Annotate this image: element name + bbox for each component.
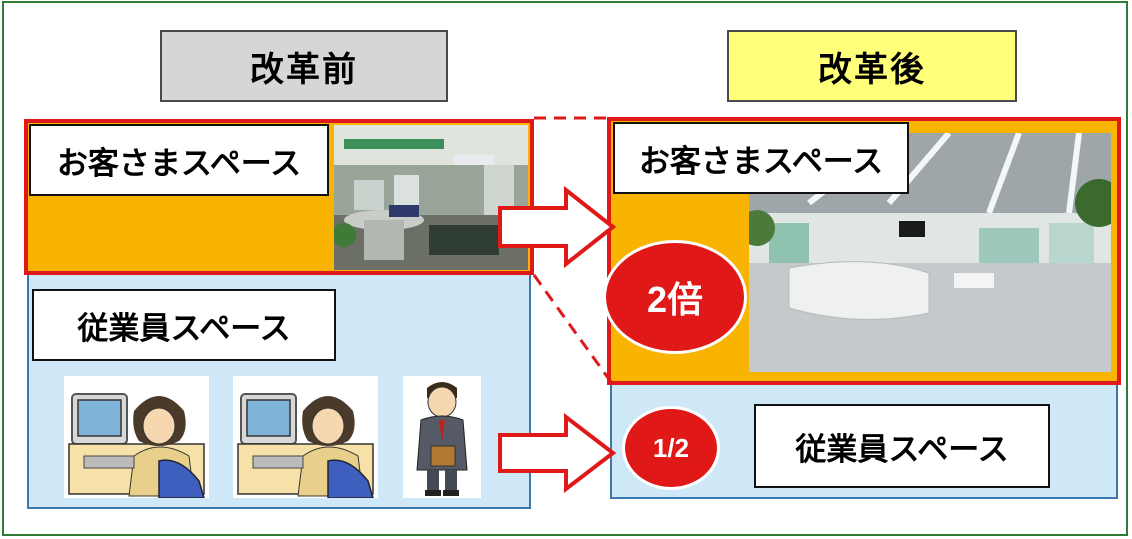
person-at-computer-icon bbox=[64, 376, 209, 498]
before-customer-space-label: お客さまスペース bbox=[29, 124, 329, 196]
after-staff-space-label: 従業員スペース bbox=[754, 404, 1050, 488]
businessman-icon bbox=[403, 376, 481, 498]
person-at-computer-icon bbox=[233, 376, 378, 498]
after-title: 改革後 bbox=[727, 30, 1017, 102]
photo-lobby-before bbox=[334, 125, 528, 270]
before-title: 改革前 bbox=[160, 30, 448, 102]
staff-ratio-badge: 1/2 bbox=[622, 406, 720, 490]
customer-ratio-badge: 2倍 bbox=[603, 240, 747, 354]
after-customer-space-label: お客さまスペース bbox=[613, 122, 909, 194]
before-staff-space-label: 従業員スペース bbox=[32, 289, 336, 361]
